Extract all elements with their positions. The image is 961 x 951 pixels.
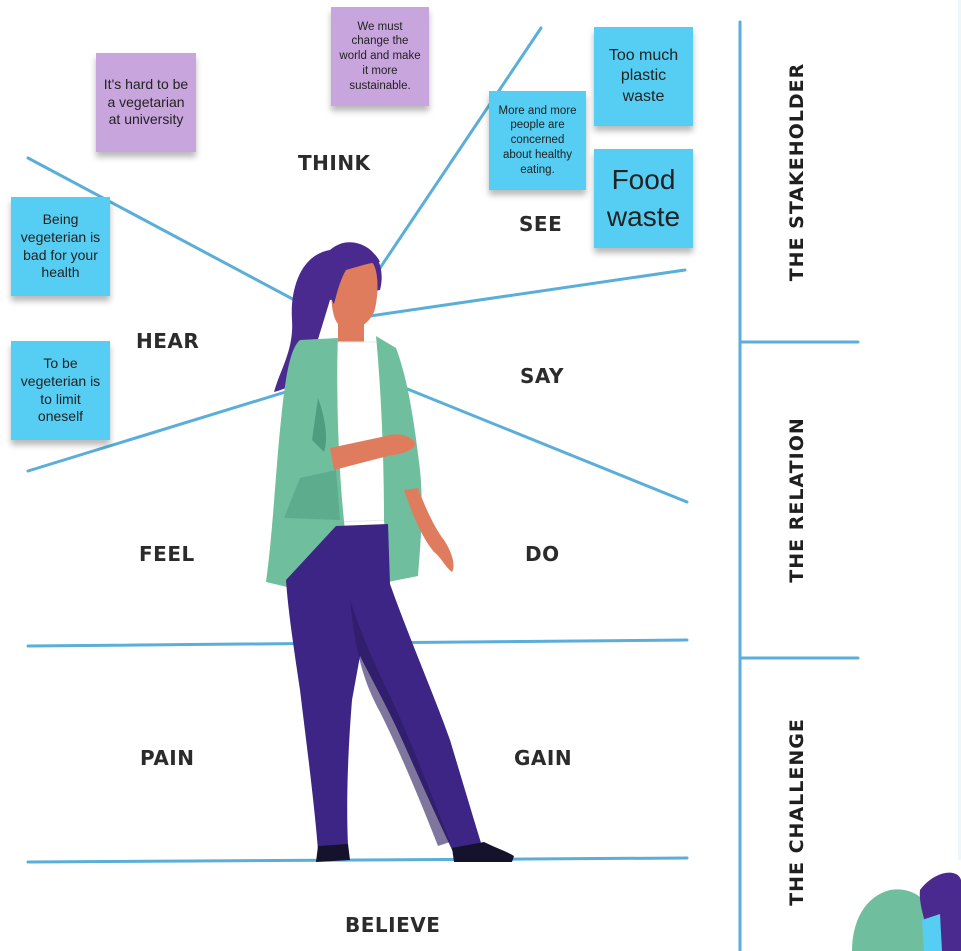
jacket-right: [376, 336, 422, 582]
sticky-note-plastic-waste[interactable]: Too much plastic waste: [594, 27, 693, 126]
zone-label-do: DO: [525, 542, 560, 566]
zone-label-think: THINK: [298, 151, 371, 175]
zone-label-see: SEE: [519, 212, 563, 236]
section-label-challenge: THE CHALLENGE: [786, 718, 808, 906]
shoe-left: [316, 844, 350, 862]
shoe-right: [452, 842, 514, 862]
section-label-relation: THE RELATION: [786, 417, 808, 583]
zone-label-say: SAY: [520, 364, 564, 388]
hand-right: [404, 488, 454, 572]
divider-pain-believe: [26, 856, 689, 864]
divider-hear-think: [26, 156, 304, 306]
divider-see-say: [368, 268, 687, 318]
jacket-left: [266, 338, 345, 590]
zone-label-feel: FEEL: [139, 542, 195, 566]
zone-label-gain: GAIN: [514, 746, 573, 770]
decorative-figure-corner: [852, 872, 961, 951]
stakeholder-figure: [266, 242, 514, 862]
divider-say-do: [398, 384, 689, 504]
sticky-note-food-waste[interactable]: Food waste: [594, 149, 693, 248]
sticky-note-must-change[interactable]: We must change the world and make it mor…: [331, 7, 429, 106]
zone-label-believe: BELIEVE: [345, 913, 441, 937]
sticky-note-limit-oneself[interactable]: To be vegeterian is to limit oneself: [11, 341, 110, 440]
edge-strip: [958, 0, 961, 860]
zone-label-hear: HEAR: [136, 329, 200, 353]
zone-label-pain: PAIN: [140, 746, 195, 770]
sticky-note-hard-vegetarian[interactable]: It's hard to be a vegetarian at universi…: [96, 53, 196, 152]
arm-left: [330, 434, 416, 470]
divider-think-see: [378, 26, 543, 270]
sticky-note-healthy-eating[interactable]: More and more people are concerned about…: [489, 91, 586, 190]
section-label-stakeholder: THE STAKEHOLDER: [786, 62, 808, 282]
sticky-note-bad-health[interactable]: Being vegeterian is bad for your health: [11, 197, 110, 296]
divider-hear-feel: [26, 388, 294, 473]
